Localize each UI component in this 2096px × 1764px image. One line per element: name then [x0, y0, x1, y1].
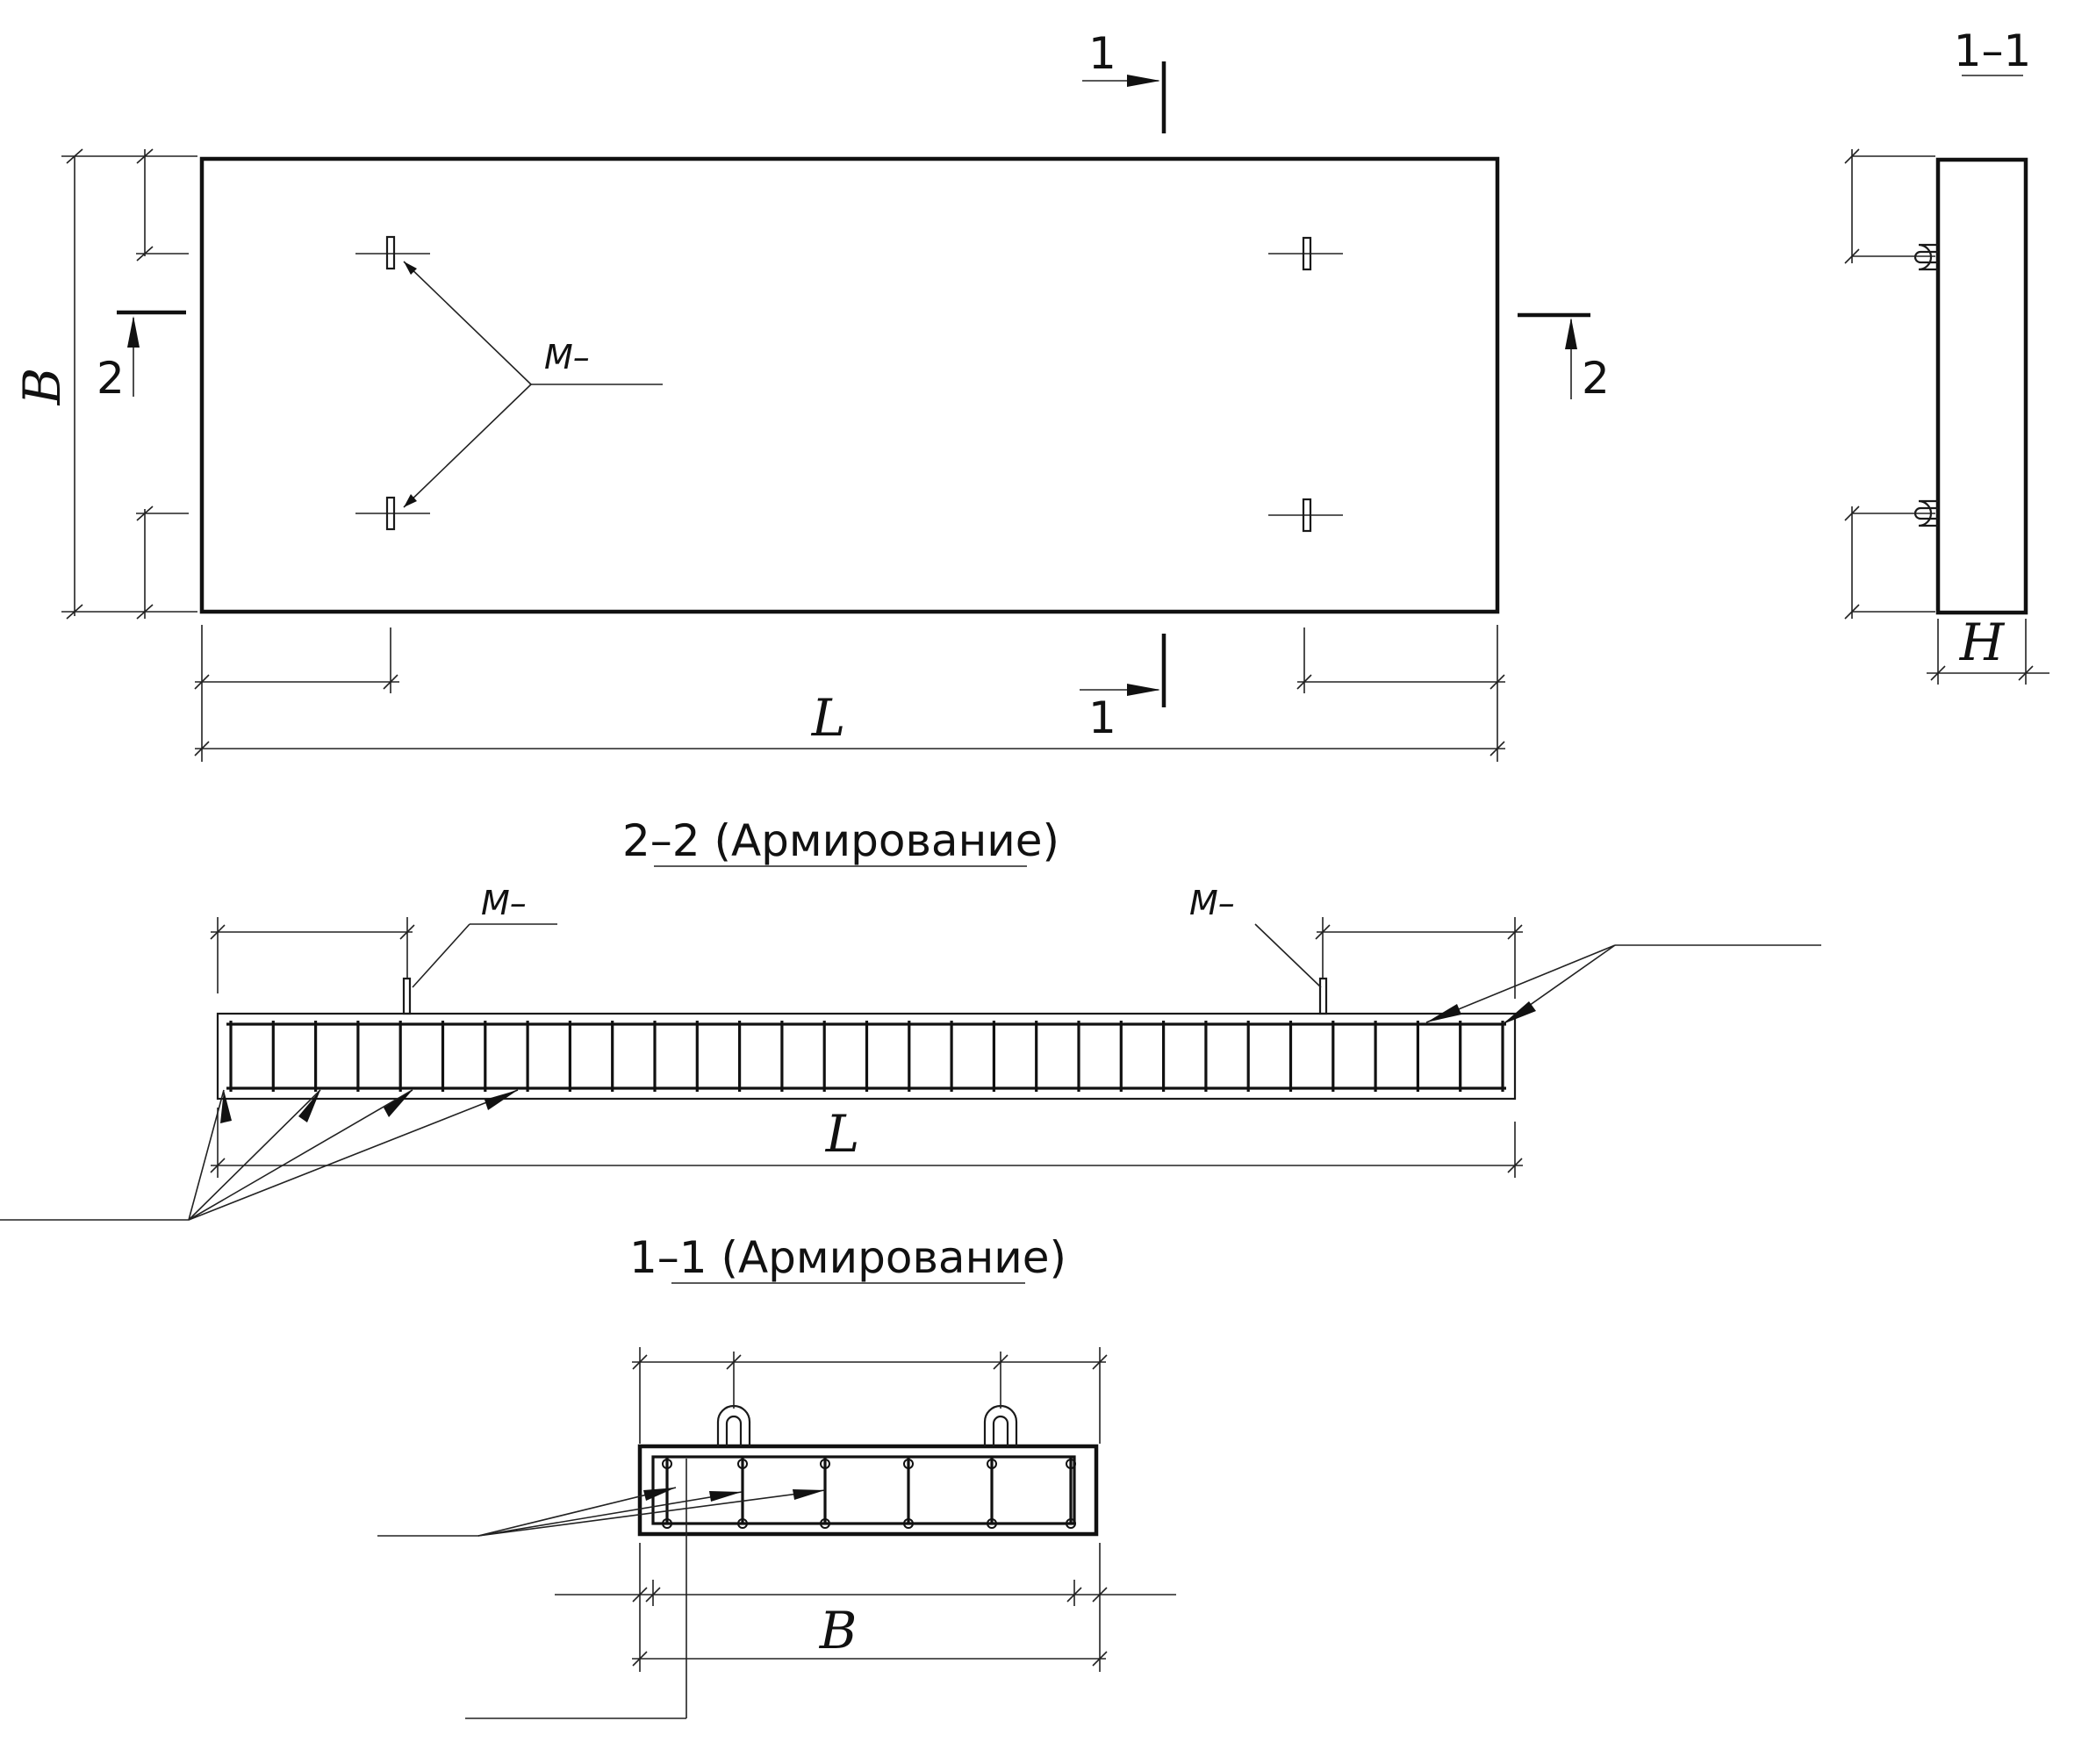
bar-dot — [987, 1459, 997, 1469]
slab-outline — [199, 156, 1500, 614]
section-1-1-dims — [1844, 148, 2049, 685]
bar-dot — [987, 1518, 997, 1529]
section-2-2-title: 2–2 (Армирование) — [622, 815, 1059, 866]
bar-dot — [737, 1518, 748, 1529]
section-1-1-outline — [1935, 157, 2028, 615]
section-1-marker-top — [1082, 61, 1166, 133]
cross-section-stirrups — [665, 1457, 1073, 1524]
embed-leader — [403, 261, 663, 508]
dim-width-label: B — [12, 368, 72, 406]
section-1-label-bottom: 1 — [1088, 692, 1116, 743]
embed-mark-bottom-right — [1268, 498, 1343, 533]
bar-dot — [1066, 1518, 1076, 1529]
bar-dot — [1066, 1459, 1076, 1469]
embed-label-right: M– — [1189, 884, 1235, 922]
section-1-marker-bottom — [1080, 634, 1166, 707]
embed-label-left: M– — [481, 884, 527, 922]
dim-width-label-1-1: B — [819, 1601, 858, 1660]
section-1-1-title: 1–1 — [1954, 25, 2032, 76]
bar-dot — [737, 1459, 748, 1469]
embed-mark-top-right — [1268, 236, 1343, 271]
section-1-1-rebar-dims — [555, 1347, 1176, 1672]
section-1-label-top: 1 — [1088, 28, 1116, 79]
dim-length-label-2-2: L — [825, 1104, 860, 1164]
rebar-leader-right — [1425, 944, 1821, 1025]
section-2-label-left: 2 — [97, 353, 125, 404]
dim-length-chain — [194, 625, 1505, 762]
bar-dots — [662, 1459, 1076, 1529]
bar-dot — [903, 1459, 914, 1469]
embed-mark-bottom-left — [355, 496, 430, 531]
section-2-2-outline — [216, 1012, 1517, 1101]
bar-dot — [662, 1459, 672, 1469]
section-1-1-view: 1–1 H — [1844, 25, 2049, 685]
section-1-1-rebar-title: 1–1 (Армирование) — [629, 1232, 1066, 1283]
section-2-2-dims — [210, 917, 1523, 1178]
embed-label: M– — [544, 338, 590, 376]
dim-height-label: H — [1959, 613, 2006, 672]
bar-dot — [820, 1459, 830, 1469]
bar-dot — [662, 1518, 672, 1529]
section-2-2-rebar-view: 2–2 (Армирование) M– M– — [0, 815, 1821, 1221]
lifting-loop-top — [1913, 243, 1938, 271]
dim-width-chain — [61, 148, 197, 620]
dim-length-label: L — [811, 688, 846, 748]
rebar-leader-left — [0, 1089, 519, 1221]
plan-view: M– 1 1 2 2 — [12, 28, 1610, 762]
embed-mark-top-left — [355, 235, 430, 270]
bar-dot — [820, 1518, 830, 1529]
section-2-marker-left — [117, 310, 186, 397]
lifting-loops-top — [716, 1404, 1018, 1446]
section-1-1-rebar-outline — [637, 1444, 1099, 1537]
embed-leader-2-2 — [412, 923, 1322, 988]
section-2-label-right: 2 — [1582, 353, 1610, 404]
section-1-1-rebar-view: 1–1 (Армирование) — [377, 1232, 1176, 1719]
bar-dot — [903, 1518, 914, 1529]
stirrup-bars — [229, 1021, 1504, 1092]
section-2-marker-right — [1518, 312, 1590, 399]
rebar-leader-1-1 — [377, 1459, 826, 1719]
